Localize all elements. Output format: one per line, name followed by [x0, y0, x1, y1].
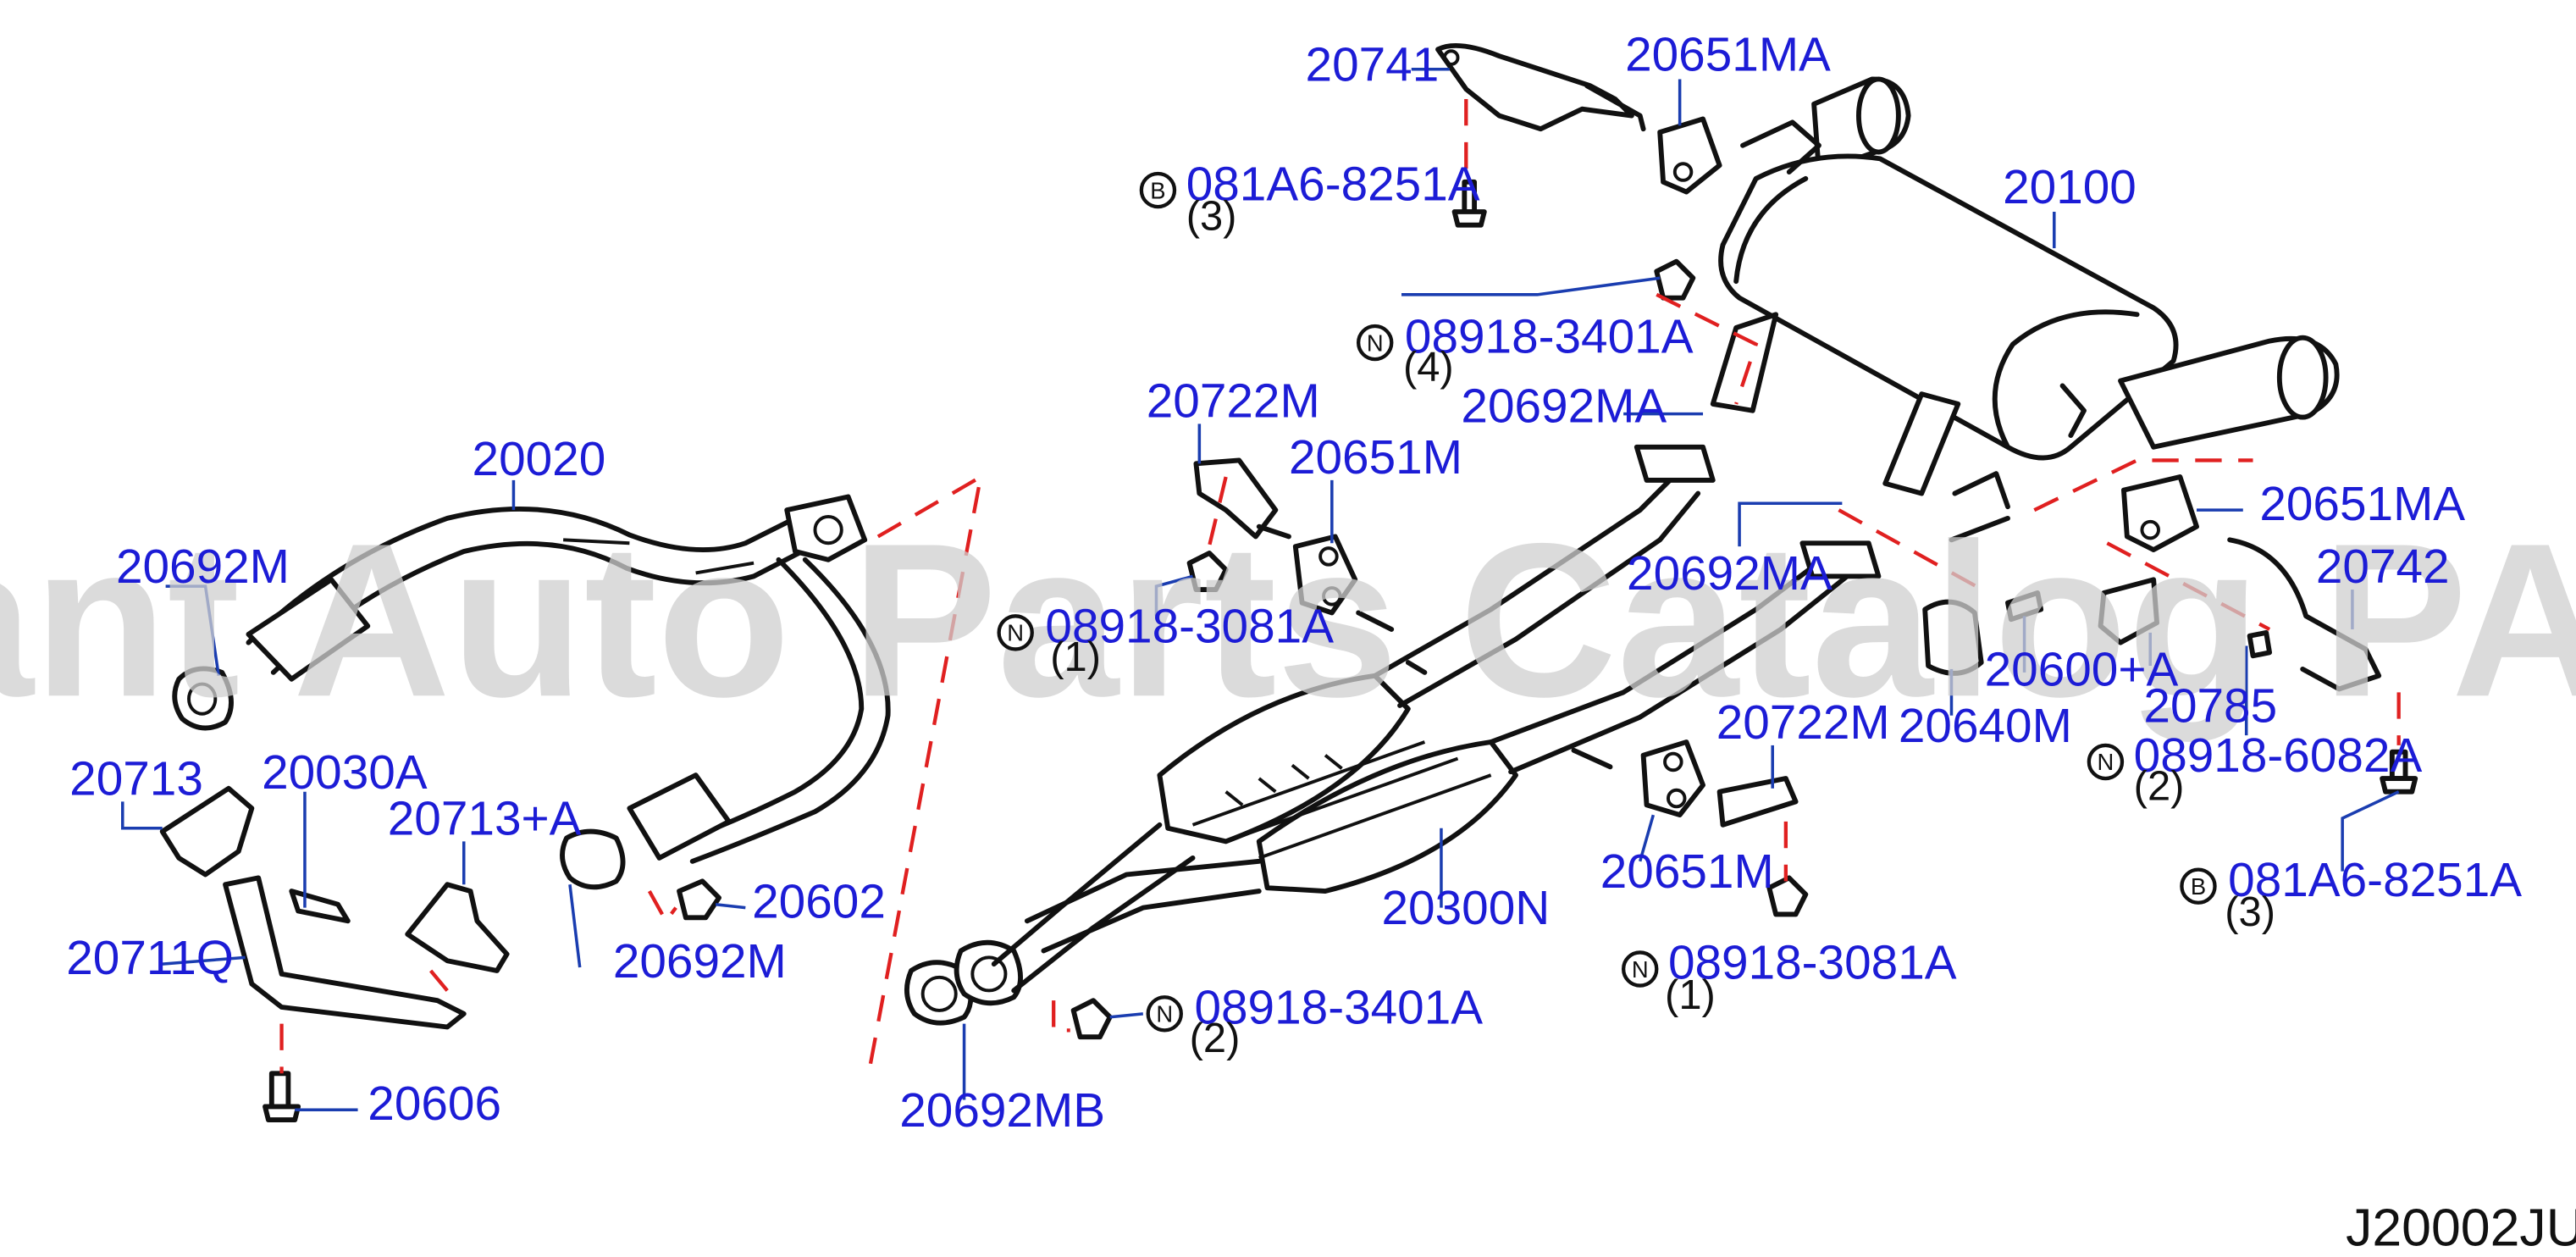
qty-08918-6082A: (2): [2134, 763, 2185, 809]
callout-20651M-b: 20651M: [1600, 845, 1774, 899]
callout-20651M-a: 20651M: [1289, 431, 1462, 485]
callout-20640M: 20640M: [1899, 700, 2072, 753]
badge-n-3081-low: N: [1632, 956, 1649, 983]
badge-circle-n-3401-low: [1146, 995, 1183, 1033]
badge-b-top: B: [1150, 177, 1165, 203]
watermark-text: Offers Merchant Auto Parts Catalog PARTS…: [0, 497, 2576, 743]
part-08918-6082A: 08918-6082A: [2134, 729, 2423, 783]
callout-20742: 20742: [2316, 540, 2450, 594]
muffler-assembly-drawing: [1710, 76, 2340, 543]
callout-20030A: 20030A: [262, 746, 428, 800]
callout-20651MA-right: 20651MA: [2259, 478, 2465, 531]
callout-labels: 20741 20651MA 20100 20651MA 20742 20785 …: [66, 29, 2465, 1138]
part-081A6-8251A-right: 081A6-8251A: [2228, 854, 2522, 907]
qty-081A6-8251A-top: (3): [1186, 194, 1237, 240]
diagram-code: J20002JU: [2346, 1199, 2576, 1257]
badge-circle-n-3081-mid: [997, 614, 1034, 651]
callout-20692M-a: 20692M: [116, 540, 290, 594]
callout-20785: 20785: [2143, 680, 2277, 734]
badge-circle-n-3401-top: [1356, 324, 1394, 362]
center-pipe-drawing: [904, 444, 1882, 1026]
callout-20606: 20606: [368, 1077, 501, 1131]
badge-n-3401-top: N: [1367, 329, 1384, 356]
qty-08918-3081A-low: (1): [1665, 972, 1716, 1018]
badge-circle-b-top: [1139, 171, 1177, 209]
callout-20711Q: 20711Q: [66, 932, 234, 985]
qty-08918-3081A-mid: (1): [1050, 634, 1101, 680]
callout-20713A: 20713+A: [388, 793, 582, 846]
part-08918-3081A-low: 08918-3081A: [1668, 937, 1957, 990]
callout-20692MA-a: 20692MA: [1461, 379, 1667, 433]
part-08918-3401A-low: 08918-3401A: [1194, 982, 1483, 1035]
assembly-dashed-lines: [279, 98, 2401, 1077]
callout-20692MB: 20692MB: [899, 1084, 1105, 1138]
badge-n-3081-mid: N: [1007, 620, 1024, 646]
callout-20692MA-b: 20692MA: [1627, 547, 1832, 601]
badge-circle-n-6082: [2087, 743, 2125, 781]
fasteners-drawing: [263, 179, 2418, 1122]
qty-08918-3401A-top: (4): [1403, 345, 1454, 390]
callout-20651MA-top: 20651MA: [1625, 29, 1831, 82]
callout-20722M-b: 20722M: [1716, 696, 1890, 750]
qty-08918-3401A-low: (2): [1190, 1016, 1241, 1061]
badge-b-right: B: [2191, 873, 2206, 900]
badge-circle-b-right: [2180, 867, 2217, 905]
callout-20020: 20020: [473, 433, 606, 486]
callout-20713: 20713: [69, 753, 203, 806]
part-081A6-8251A-top: 081A6-8251A: [1186, 158, 1480, 211]
part-08918-3401A-top: 08918-3401A: [1405, 310, 1694, 363]
badge-circle-n-3081-low: [1621, 950, 1659, 988]
part-08918-3081A-mid: 08918-3081A: [1045, 601, 1334, 654]
badge-n-6082: N: [2098, 749, 2114, 775]
badge-n-3401-low: N: [1156, 1001, 1173, 1027]
fastener-callouts: B 081A6-8251A (3) N 08918-3401A (4) N 08…: [997, 158, 2522, 1061]
callout-20602: 20602: [752, 875, 886, 928]
callout-20692M-b: 20692M: [613, 935, 787, 988]
leader-lines: [121, 67, 2400, 1112]
front-pipe-drawing: [172, 494, 891, 890]
callout-20722M-a: 20722M: [1147, 375, 1320, 429]
callout-20741: 20741: [1306, 38, 1440, 91]
callout-20100: 20100: [2003, 161, 2137, 214]
brackets-drawing: [159, 43, 2382, 1030]
qty-081A6-8251A-right: (3): [2225, 889, 2275, 935]
callout-20600A: 20600+A: [1985, 643, 2179, 696]
callout-20300N: 20300N: [1382, 882, 1551, 935]
